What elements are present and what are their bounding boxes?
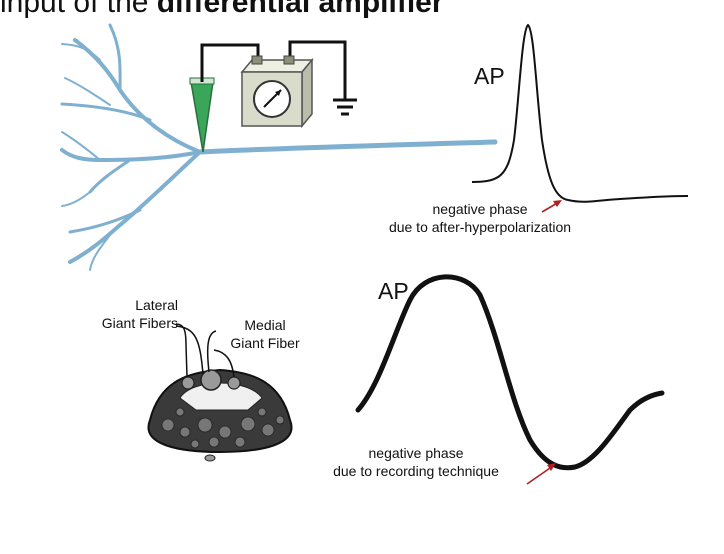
top-trace-note: negative phase due to after-hyperpolariz… xyxy=(335,200,625,236)
caption-prefix: input of the xyxy=(0,0,157,19)
bottom-trace-note: negative phase due to recording techniqu… xyxy=(296,444,536,480)
neuron-illustration xyxy=(60,23,498,271)
arrow-bottom-icon xyxy=(526,463,556,485)
nerve-cord-cross-section xyxy=(147,368,293,462)
lateral-line1: Lateral xyxy=(135,297,178,313)
ap-label-top: AP xyxy=(474,63,505,89)
electrode-icon xyxy=(189,77,215,153)
figure-caption: input of the differential amplifier xyxy=(0,0,444,20)
medial-line1: Medial xyxy=(244,317,286,333)
amplifier-wires xyxy=(200,40,347,100)
bottom-note-line2: due to recording technique xyxy=(333,463,499,479)
arrow-top-icon xyxy=(541,200,562,213)
caption-emphasis: differential amplifier xyxy=(156,0,444,19)
action-potential-trace-bottom xyxy=(355,274,665,471)
lateral-line2: Giant Fibers xyxy=(101,315,178,331)
lateral-fibers-label: Lateral Giant Fibers xyxy=(52,296,178,332)
ap-label-bottom: AP xyxy=(378,278,409,304)
meter-box-icon xyxy=(240,55,314,129)
label-leader-lines xyxy=(175,323,235,378)
top-note-line1: negative phase xyxy=(432,201,528,217)
medial-line2: Giant Fiber xyxy=(230,335,300,351)
action-potential-trace-top xyxy=(471,23,689,203)
top-note-line2: due to after-hyperpolarization xyxy=(388,219,572,235)
medial-fiber-label: Medial Giant Fiber xyxy=(205,316,325,352)
ground-icon xyxy=(333,98,357,116)
bottom-note-line1: negative phase xyxy=(368,445,464,461)
